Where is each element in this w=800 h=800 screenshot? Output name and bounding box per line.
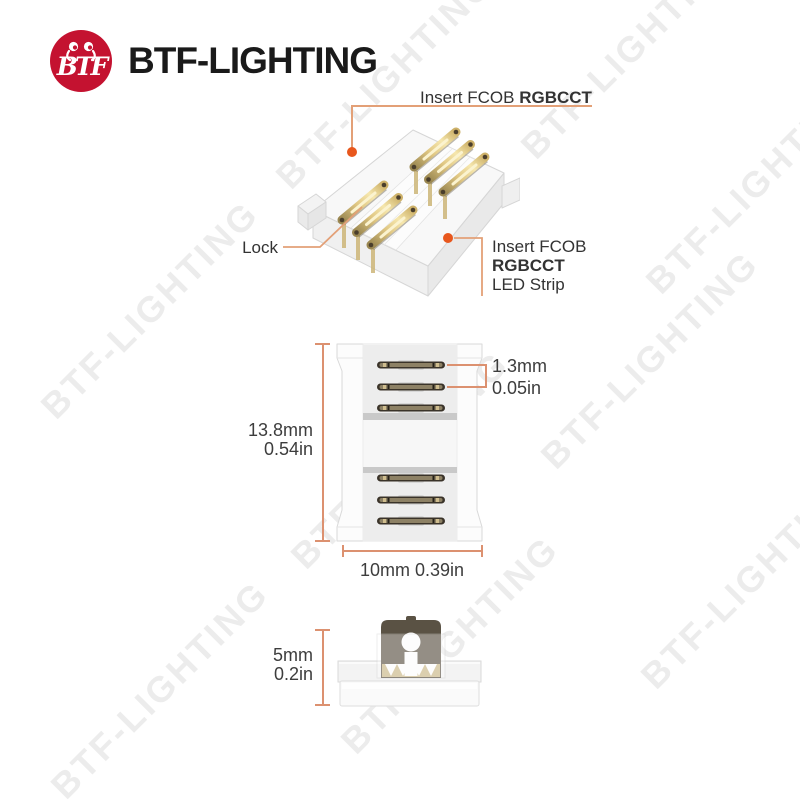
callout-insert-top-prefix: Insert FCOB [420, 88, 520, 107]
dim-height-cap-bottom [315, 703, 330, 706]
connector-3d-view [280, 108, 520, 308]
logo-monogram: BTF [56, 52, 111, 81]
connector-side-view [330, 612, 490, 714]
pin-slots [377, 360, 445, 526]
dim-pitch-leader-2 [447, 386, 487, 388]
leader-line-top [352, 105, 592, 107]
watermark-text: BTF-LIGHTING [632, 462, 800, 697]
callout-insert-right-line1: Insert FCOB [492, 237, 587, 256]
connector-top-view [330, 340, 490, 550]
dim-width-label: 10mm 0.39in [359, 560, 465, 580]
dim-height-in: 0.2in [273, 664, 313, 684]
dim-pitch-mm: 1.3mm [492, 356, 548, 376]
leader-line-top-drop [351, 105, 353, 148]
dim-length-label: 13.8mm 0.54in [238, 421, 313, 459]
dim-width-cap-right [481, 545, 483, 557]
dim-length-in: 0.54in [263, 439, 313, 459]
watermark-text: BTF-LIGHTING [32, 192, 267, 427]
dim-length-line [322, 344, 324, 541]
callout-insert-right: Insert FCOB RGBCCT LED Strip [492, 237, 586, 294]
leader-line-right [454, 237, 483, 296]
callout-insert-top: Insert FCOB RGBCCT [420, 88, 592, 107]
callout-lock: Lock [242, 238, 278, 257]
watermark-text: BTF-LIGHTING [42, 572, 277, 800]
brand-wordmark: BTF-LIGHTING [128, 40, 378, 81]
dim-height-line [322, 630, 324, 705]
callout-dot-top [347, 147, 357, 157]
dim-pitch-in: 0.05in [492, 378, 542, 398]
watermark-text: BTF-LIGHTING [512, 0, 747, 167]
leader-line-lock [283, 206, 363, 248]
dim-length-cap-top [315, 342, 330, 345]
callout-dot-right [443, 233, 453, 243]
callout-insert-top-bold: RGBCCT [519, 88, 592, 107]
dim-pitch-leader-1 [447, 364, 487, 366]
dim-length-mm: 13.8mm [247, 420, 313, 440]
callout-insert-right-line2: RGBCCT [492, 256, 565, 275]
dim-height-label: 5mm 0.2in [243, 646, 313, 684]
dim-pitch-link [485, 364, 487, 388]
callout-insert-right-line3: LED Strip [492, 275, 565, 294]
watermark-text: BTF-LIGHTING [637, 67, 800, 302]
dim-width-line [343, 550, 482, 552]
brand-logo-icon: BTF [50, 30, 112, 92]
dim-height-mm: 5mm [273, 645, 313, 665]
dim-height-cap-top [315, 628, 330, 631]
dim-length-cap-bottom [315, 539, 330, 542]
